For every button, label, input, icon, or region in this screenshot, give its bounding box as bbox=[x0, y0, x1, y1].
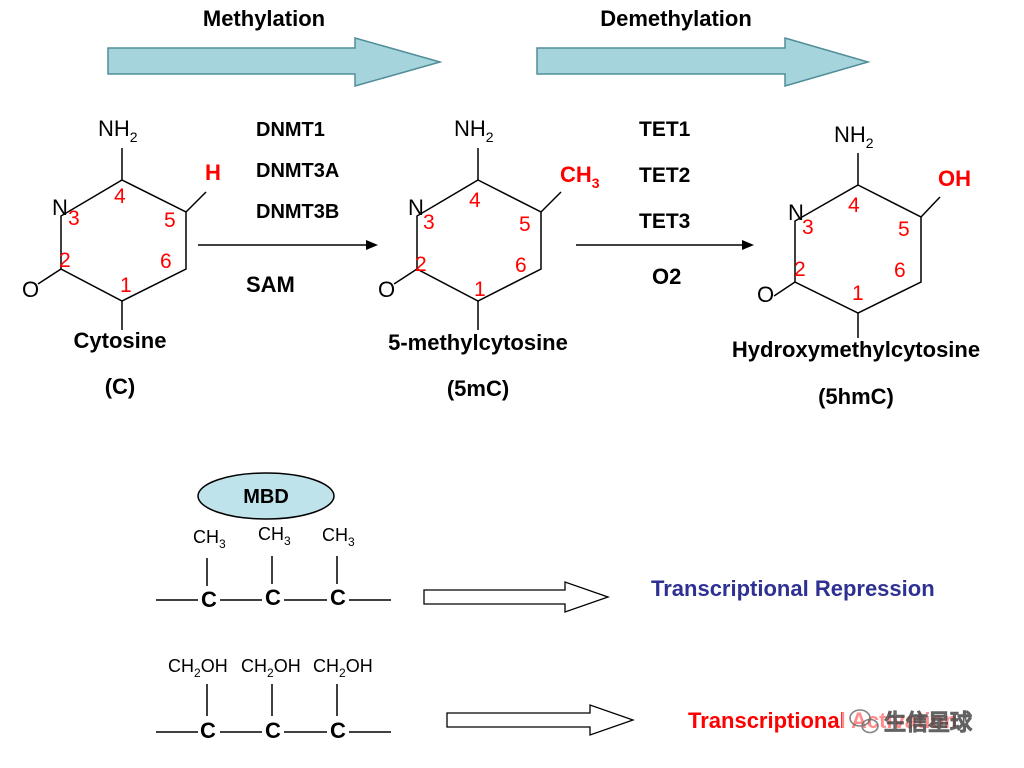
methylation-arrow bbox=[107, 37, 443, 87]
hydroxymethyl-bonds bbox=[206, 684, 338, 716]
watermark-backdrop bbox=[842, 706, 992, 736]
hydroxymethylated-carbons: C C C bbox=[200, 718, 346, 743]
activation-arrow bbox=[446, 704, 635, 736]
ring-number: 5 bbox=[898, 218, 910, 241]
methylcytosine-ring-o: O bbox=[378, 277, 395, 302]
methylcytosine-ring-bonds bbox=[393, 148, 562, 330]
hydroxymethyl-groups: CH2OH CH2OH CH2OH bbox=[168, 656, 373, 680]
hydroxymethylcytosine-ring-o: O bbox=[757, 282, 774, 307]
cofactor-label: O2 bbox=[652, 264, 681, 289]
demethylation-arrow bbox=[536, 37, 871, 87]
methyl-groups: CH3 CH3 CH3 bbox=[193, 524, 355, 551]
enzyme-label: TET2 bbox=[639, 164, 690, 187]
hydroxymethylcytosine-structure: NH2 OH N O 1 2 3 4 5 6 Hydroxymethylcyto… bbox=[732, 122, 980, 409]
hydroxymethylcytosine-abbr: (5hmC) bbox=[818, 384, 894, 409]
enzyme-label: DNMT3B bbox=[256, 201, 339, 223]
mbd-ellipse bbox=[197, 472, 335, 520]
methylcytosine-ring-n: N bbox=[408, 195, 424, 220]
repression-arrow bbox=[423, 581, 610, 613]
enzyme-label: TET1 bbox=[639, 118, 691, 141]
cofactor-label: SAM bbox=[246, 272, 295, 297]
methylation-label: Methylation bbox=[203, 6, 325, 31]
ring-number: 3 bbox=[802, 216, 814, 239]
repression-panel: MBD CH3 CH3 CH3 C C C Transcriptional Re… bbox=[156, 472, 935, 613]
carbon-atom: C bbox=[265, 718, 281, 743]
cytosine-name: Cytosine bbox=[74, 328, 167, 353]
ring-number: 1 bbox=[474, 278, 486, 301]
methylcytosine-ring-numbers: 1 2 3 4 5 6 bbox=[415, 189, 531, 301]
methylcytosine-name: 5-methylcytosine bbox=[388, 330, 568, 355]
methyl-group-label: CH3 bbox=[258, 524, 291, 548]
cytosine-structure: NH2 H N O 1 2 3 4 5 6 Cytosine (C) bbox=[22, 116, 221, 399]
hydroxymethylcytosine-substituent: OH bbox=[938, 166, 971, 191]
ring-number: 1 bbox=[852, 282, 864, 305]
cytosine-abbr: (C) bbox=[105, 374, 136, 399]
ring-number: 4 bbox=[114, 185, 126, 208]
methylcytosine-amine: NH2 bbox=[454, 116, 494, 145]
demethylation-label: Demethylation bbox=[600, 6, 752, 31]
methylcytosine-structure: NH2 CH3 N O 1 2 3 4 5 6 5-methylcytosine… bbox=[378, 116, 600, 401]
carbon-atom: C bbox=[201, 587, 217, 612]
hydroxymethyl-group-label: CH2OH bbox=[313, 656, 373, 680]
activation-panel: CH2OH CH2OH CH2OH C C C Transcriptional … bbox=[156, 656, 957, 743]
ring-number: 4 bbox=[469, 189, 481, 212]
carbon-atom: C bbox=[330, 585, 346, 610]
cytosine-amine: NH2 bbox=[98, 116, 138, 145]
reaction-arrow-head bbox=[742, 240, 754, 250]
carbon-atom: C bbox=[200, 718, 216, 743]
methyl-group-label: CH3 bbox=[322, 525, 355, 549]
carbon-atom: C bbox=[265, 585, 281, 610]
ring-number: 5 bbox=[164, 209, 176, 232]
ring-number: 2 bbox=[794, 258, 806, 281]
hydroxymethylcytosine-name: Hydroxymethylcytosine bbox=[732, 337, 980, 362]
methyl-group-label: CH3 bbox=[193, 527, 226, 551]
repression-label: Transcriptional Repression bbox=[651, 576, 935, 601]
cytosine-ring-o: O bbox=[22, 277, 39, 302]
ring-number: 4 bbox=[848, 194, 860, 217]
ring-number: 6 bbox=[894, 259, 906, 282]
methylcytosine-abbr: (5mC) bbox=[447, 376, 509, 401]
carbon-atom: C bbox=[330, 718, 346, 743]
demethylation-reaction: TET1 TET2 TET3 O2 bbox=[576, 118, 754, 289]
hydroxymethylcytosine-amine: NH2 bbox=[834, 122, 874, 151]
enzyme-label: DNMT3A bbox=[256, 160, 339, 182]
wechat-icon bbox=[849, 709, 879, 734]
cytosine-substituent: H bbox=[205, 160, 221, 185]
methylated-carbons: C C C bbox=[201, 585, 346, 612]
enzyme-label: DNMT1 bbox=[256, 119, 325, 141]
hydroxymethyl-group-label: CH2OH bbox=[241, 656, 301, 680]
cytosine-ring-n: N bbox=[52, 195, 68, 220]
ring-number: 5 bbox=[519, 213, 531, 236]
ring-number: 1 bbox=[120, 274, 132, 297]
ring-number: 6 bbox=[160, 250, 172, 273]
cytosine-ring-numbers: 1 2 3 4 5 6 bbox=[59, 185, 176, 297]
ring-number: 3 bbox=[68, 207, 80, 230]
hydroxymethyl-group-label: CH2OH bbox=[168, 656, 228, 680]
hydroxymethylcytosine-ring-bonds bbox=[773, 153, 941, 338]
enzyme-label: TET3 bbox=[639, 210, 690, 233]
ring-number: 3 bbox=[423, 211, 435, 234]
hydroxymethylcytosine-ring-numbers: 1 2 3 4 5 6 bbox=[794, 194, 910, 305]
ring-number: 6 bbox=[515, 254, 527, 277]
ring-number: 2 bbox=[415, 253, 427, 276]
ring-number: 2 bbox=[59, 249, 71, 272]
methyl-bonds bbox=[206, 556, 338, 586]
watermark-text: 生信星球 bbox=[884, 710, 973, 735]
reaction-arrow-head bbox=[366, 240, 378, 250]
methylcytosine-substituent: CH3 bbox=[560, 162, 600, 191]
cytosine-ring-bonds bbox=[37, 148, 207, 330]
watermark: 生信星球 bbox=[842, 706, 992, 736]
methylation-reaction: DNMT1 DNMT3A DNMT3B SAM bbox=[198, 119, 378, 297]
mbd-label: MBD bbox=[243, 486, 289, 508]
hydroxymethylcytosine-ring-n: N bbox=[788, 200, 804, 225]
